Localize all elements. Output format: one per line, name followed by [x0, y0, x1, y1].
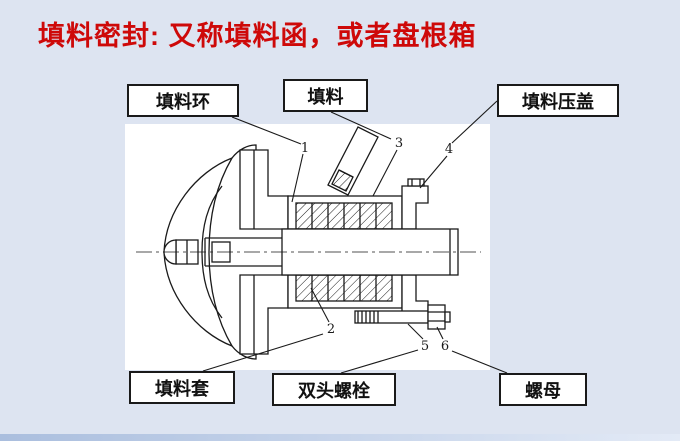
label-stud-bolt: 双头螺栓	[272, 373, 396, 406]
callout-4-line	[419, 155, 448, 189]
label-packing-gland: 填料压盖	[497, 84, 619, 117]
callout-2: 2	[327, 322, 335, 337]
callout-5: 5	[421, 339, 429, 354]
callout-5-line	[407, 323, 424, 340]
label-packing-ring: 填料环	[127, 84, 239, 117]
callout-1: 1	[301, 141, 309, 156]
gland	[401, 178, 429, 319]
nut-leader	[451, 350, 508, 374]
stuffing-box-drawing	[136, 126, 481, 360]
slide-title: 填料密封: 又称填料函，或者盘根箱	[38, 21, 477, 51]
label-nut: 螺母	[499, 373, 587, 406]
packing-tube	[327, 126, 379, 196]
callout-numbers: 1 3 4 2 5 6	[301, 136, 453, 354]
callout-6-line	[436, 326, 444, 340]
stud-bolt-leader	[340, 349, 419, 374]
packing-leader	[330, 111, 392, 140]
label-packing: 填料	[283, 79, 368, 112]
packing-gland-leader	[451, 100, 498, 144]
stuffing-housing-bottom	[287, 274, 403, 309]
packing-ring-leader	[231, 116, 302, 145]
stud-and-nut	[354, 304, 451, 330]
callout-3: 3	[395, 136, 403, 151]
callout-6: 6	[441, 339, 449, 354]
stuffing-housing-top	[287, 195, 403, 230]
leader-lines	[202, 100, 508, 374]
shaft-hub	[163, 237, 282, 267]
callout-4: 4	[445, 142, 453, 157]
packing-sleeve-leader	[202, 333, 324, 372]
slide-bottom-band	[0, 434, 680, 441]
callout-1-line	[291, 153, 304, 203]
label-packing-sleeve: 填料套	[129, 371, 235, 404]
callout-3-line	[372, 149, 398, 197]
callout-2-line	[310, 287, 330, 323]
